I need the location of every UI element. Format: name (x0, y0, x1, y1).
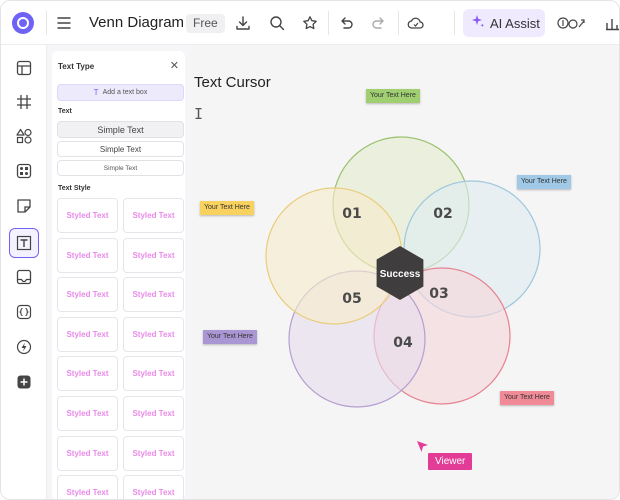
text-cursor-label: Text Cursor (194, 74, 271, 91)
styled-text-option[interactable]: Styled Text (123, 237, 184, 273)
text-panel-card: Text Type ✕ T Add a text box Text Simple… (52, 51, 185, 499)
styled-text-option[interactable]: Styled Text (123, 356, 184, 392)
text-icon[interactable] (9, 228, 39, 258)
text-cursor-icon: T (93, 88, 99, 97)
code-braces-icon[interactable] (14, 302, 34, 322)
styled-text-option[interactable]: Styled Text (57, 277, 118, 313)
chart-icon[interactable] (605, 13, 619, 33)
image-icon[interactable] (14, 267, 34, 287)
divider (454, 11, 455, 35)
venn-label-04: 04 (393, 335, 413, 351)
layout-icon[interactable] (14, 58, 34, 78)
hamburger-icon[interactable] (54, 13, 74, 33)
styled-text-option[interactable]: Styled Text (57, 198, 118, 233)
lightning-icon[interactable] (14, 337, 34, 357)
styled-text-option[interactable]: Styled Text (123, 396, 184, 431)
venn-circle-05[interactable] (265, 187, 403, 325)
styled-text-option[interactable]: Styled Text (57, 316, 118, 352)
divider (398, 11, 399, 35)
star-icon[interactable] (300, 13, 320, 33)
styled-text-option[interactable]: Styled Text (57, 435, 118, 471)
divider (328, 11, 329, 35)
text-section-label: Text (58, 108, 72, 115)
venn-label-01: 01 (342, 206, 361, 222)
sticky-note-lower-left[interactable]: Your Text Here (203, 330, 257, 344)
simple-text-subheading-option[interactable]: Simple Text (57, 141, 184, 157)
sticky-note-top[interactable]: Your Text Here (366, 89, 420, 103)
center-label: Success (380, 269, 421, 280)
app-logo-icon[interactable] (12, 12, 34, 34)
components-icon[interactable] (14, 161, 34, 181)
undo-icon[interactable] (336, 13, 356, 33)
styled-text-option[interactable]: Styled Text (123, 475, 184, 499)
sparkle-icon (471, 14, 485, 33)
styled-text-option[interactable]: Styled Text (123, 198, 184, 233)
document-title[interactable]: Venn Diagram (89, 14, 185, 31)
cloud-icon[interactable] (406, 13, 426, 33)
simple-text-body-option[interactable]: Simple Text (57, 160, 184, 176)
styled-text-option[interactable]: Styled Text (57, 396, 118, 431)
search-icon[interactable] (267, 13, 287, 33)
panel-title: Text Type (58, 62, 95, 71)
plan-badge: Free (186, 14, 225, 33)
venn-label-02: 02 (433, 206, 452, 222)
styled-text-option[interactable]: Styled Text (57, 356, 118, 392)
download-icon[interactable] (233, 13, 253, 33)
styled-text-option[interactable]: Styled Text (57, 475, 118, 499)
top-toolbar: Venn Diagram Free AI Assist (1, 1, 619, 45)
plus-icon[interactable] (14, 372, 34, 392)
text-style-section-label: Text Style (58, 185, 91, 192)
viewer-pointer-icon (417, 441, 428, 452)
close-icon[interactable]: ✕ (169, 60, 179, 72)
add-text-box-label: Add a text box (102, 89, 148, 96)
ibeam-cursor-icon: I (194, 105, 204, 123)
divider (46, 11, 47, 35)
viewer-cursor-label: Viewer (428, 453, 473, 470)
venn-label-05: 05 (342, 291, 361, 307)
redo-icon[interactable] (369, 13, 389, 33)
sticky-note-left[interactable]: Your Text Here (200, 201, 254, 215)
text-panel: Text Type ✕ T Add a text box Text Simple… (47, 45, 191, 499)
sticky-note-lower-right[interactable]: Your Text Here (500, 391, 554, 405)
ai-assist-label: AI Assist (490, 15, 540, 31)
center-hexagon[interactable] (376, 246, 424, 300)
left-icon-rail (1, 45, 47, 499)
styled-text-option[interactable]: Styled Text (57, 237, 118, 273)
styled-text-option[interactable]: Styled Text (123, 277, 184, 313)
grid-icon[interactable] (14, 92, 34, 112)
sticky-note-right[interactable]: Your Text Here (517, 175, 571, 189)
styled-text-option[interactable]: Styled Text (123, 316, 184, 352)
shapes-icon[interactable] (14, 126, 34, 146)
credits-icon[interactable] (557, 13, 587, 33)
simple-text-heading-option[interactable]: Simple Text (57, 121, 184, 138)
ai-assist-button[interactable]: AI Assist (463, 9, 545, 37)
add-text-box-button[interactable]: T Add a text box (57, 84, 184, 101)
venn-label-03: 03 (429, 286, 448, 302)
sticky-note-icon[interactable] (14, 196, 34, 216)
styled-text-option[interactable]: Styled Text (123, 435, 184, 471)
